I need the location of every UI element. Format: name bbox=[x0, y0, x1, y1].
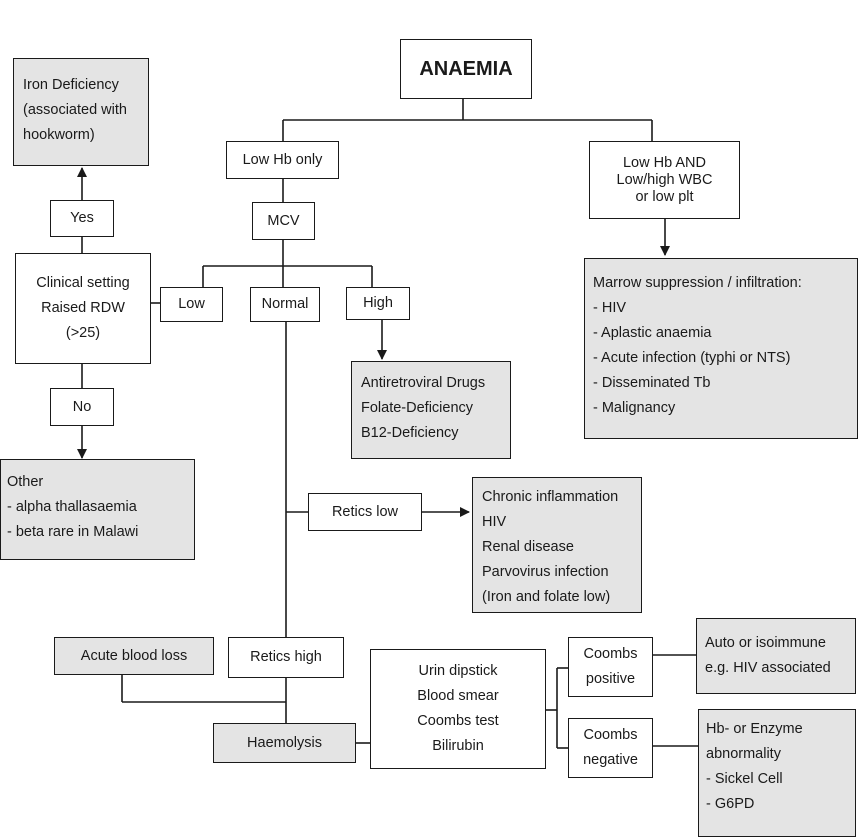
coombs-negative-line-2: negative bbox=[583, 752, 638, 768]
other-line-2: - alpha thallasaemia bbox=[7, 499, 137, 515]
iron-deficiency-line-2: (associated with bbox=[23, 102, 127, 118]
mcv-label: MCV bbox=[267, 212, 300, 229]
low-hb-and-line-2: Low/high WBC bbox=[616, 171, 713, 188]
low-box: Low bbox=[160, 287, 223, 322]
marrow-box: Marrow suppression / infiltration: - HIV… bbox=[584, 258, 858, 439]
low-hb-and-box: Low Hb AND Low/high WBC or low plt bbox=[589, 141, 740, 219]
yes-label: Yes bbox=[70, 210, 94, 226]
high-label: High bbox=[363, 295, 393, 311]
chronic-line-1: Chronic inflammation bbox=[482, 489, 619, 505]
clinical-setting-line-3: (>25) bbox=[65, 325, 101, 341]
hb-enzyme-line-3: - Sickel Cell bbox=[706, 771, 783, 787]
chronic-line-5: (Iron and folate low) bbox=[482, 589, 611, 605]
tests-box: Urin dipstick Blood smear Coombs test Bi… bbox=[370, 649, 546, 769]
chronic-box: Chronic inflammation HIV Renal disease P… bbox=[472, 477, 642, 613]
normal-label: Normal bbox=[261, 296, 309, 312]
iron-deficiency-line-3: hookworm) bbox=[23, 127, 95, 143]
retics-low-label: Retics low bbox=[331, 503, 399, 520]
no-label: No bbox=[72, 398, 92, 415]
chronic-line-4: Parvovirus infection bbox=[482, 564, 609, 580]
acute-blood-loss-box: Acute blood loss bbox=[54, 637, 214, 675]
tests-line-4: Bilirubin bbox=[432, 738, 484, 754]
marrow-line-1: Marrow suppression / infiltration: bbox=[593, 275, 802, 291]
coombs-negative-box: Coombs negative bbox=[568, 718, 653, 778]
tests-line-2: Blood smear bbox=[417, 688, 499, 704]
marrow-line-6: - Malignancy bbox=[593, 400, 676, 416]
hb-enzyme-line-4: - G6PD bbox=[706, 796, 755, 812]
antiretroviral-line-2: Folate-Deficiency bbox=[361, 400, 474, 416]
auto-isoimmune-line-2: e.g. HIV associated bbox=[705, 660, 831, 676]
haemolysis-label: Haemolysis bbox=[247, 734, 322, 751]
tests-line-3: Coombs test bbox=[417, 713, 499, 729]
clinical-setting-box: Clinical setting Raised RDW (>25) bbox=[15, 253, 151, 364]
marrow-line-2: - HIV bbox=[593, 300, 627, 316]
low-hb-and-line-3: or low plt bbox=[635, 188, 694, 205]
iron-deficiency-box: Iron Deficiency (associated with hookwor… bbox=[13, 58, 149, 166]
low-label: Low bbox=[178, 296, 205, 312]
other-box: Other - alpha thallasaemia - beta rare i… bbox=[0, 459, 195, 560]
iron-deficiency-line-1: Iron Deficiency bbox=[23, 77, 119, 93]
chronic-line-2: HIV bbox=[482, 514, 507, 530]
anaemia-label: ANAEMIA bbox=[419, 57, 513, 80]
chronic-line-3: Renal disease bbox=[482, 539, 574, 555]
retics-low-box: Retics low bbox=[308, 493, 422, 531]
retics-high-box: Retics high bbox=[228, 637, 344, 678]
no-box: No bbox=[50, 388, 114, 426]
anaemia-box: ANAEMIA bbox=[400, 39, 532, 99]
acute-blood-loss-label: Acute blood loss bbox=[80, 647, 188, 664]
coombs-negative-line-1: Coombs bbox=[583, 727, 638, 743]
yes-box: Yes bbox=[50, 200, 114, 237]
hb-enzyme-line-1: Hb- or Enzyme bbox=[706, 721, 803, 737]
marrow-line-3: - Aplastic anaemia bbox=[593, 325, 712, 341]
other-line-3: - beta rare in Malawi bbox=[7, 524, 139, 540]
antiretroviral-line-1: Antiretroviral Drugs bbox=[361, 375, 486, 391]
tests-line-1: Urin dipstick bbox=[418, 663, 498, 679]
low-hb-and-line-1: Low Hb AND bbox=[622, 154, 706, 171]
clinical-setting-line-1: Clinical setting bbox=[36, 275, 130, 291]
antiretroviral-line-3: B12-Deficiency bbox=[361, 425, 459, 441]
low-hb-only-label: Low Hb only bbox=[242, 151, 323, 168]
mcv-box: MCV bbox=[252, 202, 315, 240]
retics-high-label: Retics high bbox=[250, 649, 322, 665]
other-line-1: Other bbox=[7, 474, 44, 490]
haemolysis-box: Haemolysis bbox=[213, 723, 356, 763]
auto-isoimmune-box: Auto or isoimmune e.g. HIV associated bbox=[696, 618, 856, 694]
auto-isoimmune-line-1: Auto or isoimmune bbox=[705, 635, 826, 651]
coombs-positive-line-2: positive bbox=[585, 671, 636, 687]
clinical-setting-line-2: Raised RDW bbox=[41, 300, 125, 316]
normal-box: Normal bbox=[250, 287, 320, 322]
high-box: High bbox=[346, 287, 410, 320]
coombs-positive-line-1: Coombs bbox=[583, 646, 638, 662]
antiretroviral-box: Antiretroviral Drugs Folate-Deficiency B… bbox=[351, 361, 511, 459]
low-hb-only-box: Low Hb only bbox=[226, 141, 339, 179]
marrow-line-4: - Acute infection (typhi or NTS) bbox=[593, 350, 791, 366]
hb-enzyme-line-2: abnormality bbox=[706, 746, 781, 762]
marrow-line-5: - Disseminated Tb bbox=[593, 375, 711, 391]
hb-enzyme-box: Hb- or Enzyme abnormality - Sickel Cell … bbox=[698, 709, 856, 837]
coombs-positive-box: Coombs positive bbox=[568, 637, 653, 697]
